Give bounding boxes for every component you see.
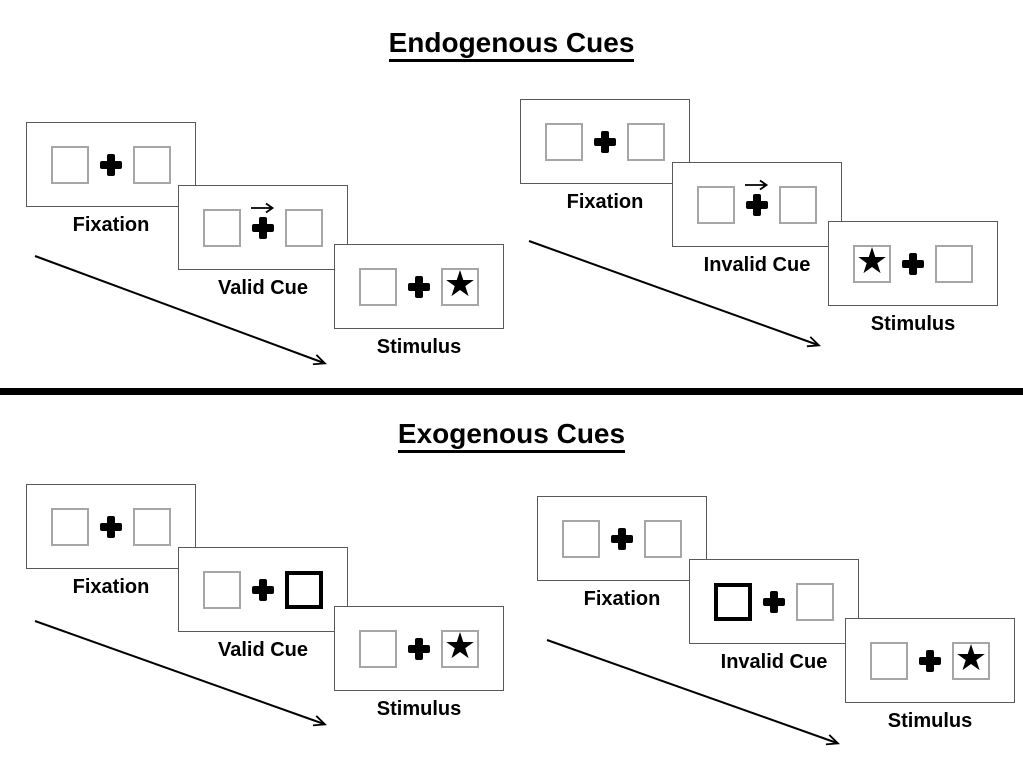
timeline-arrow bbox=[34, 255, 327, 366]
stage-fixation: Fixation bbox=[26, 484, 196, 599]
right-placeholder-square bbox=[133, 507, 171, 546]
fixation-cross-icon bbox=[252, 578, 274, 601]
frame-label: Fixation bbox=[566, 191, 644, 213]
star-stimulus-icon: ★ bbox=[855, 240, 889, 282]
right-placeholder-square bbox=[285, 208, 323, 247]
exogenous-cue-square-left bbox=[714, 582, 752, 621]
star-stimulus-icon: ★ bbox=[443, 625, 477, 667]
fixation-cross-icon bbox=[251, 202, 275, 239]
left-placeholder-square bbox=[562, 519, 600, 558]
timeline-arrow bbox=[34, 620, 327, 727]
right-placeholder-square bbox=[935, 244, 973, 283]
left-placeholder-square bbox=[203, 570, 241, 609]
invalid-cue-frame bbox=[689, 559, 859, 644]
star-stimulus-icon: ★ bbox=[954, 637, 988, 679]
right-target-square: ★ bbox=[441, 625, 479, 668]
stimulus-frame: ★ bbox=[828, 221, 998, 306]
right-target-square: ★ bbox=[441, 263, 479, 306]
panel-endogenous-invalid: Fixation Invalid Cue ★ Stimulus bbox=[520, 99, 1020, 361]
left-target-square: ★ bbox=[853, 240, 891, 283]
stage-cue: Valid Cue bbox=[178, 547, 348, 662]
frame-label: Stimulus bbox=[887, 710, 973, 732]
stage-stimulus: ★ Stimulus bbox=[334, 244, 504, 359]
stage-fixation: Fixation bbox=[520, 99, 690, 214]
frame-label: Valid Cue bbox=[217, 639, 309, 661]
left-placeholder-square bbox=[870, 641, 908, 680]
frame-label: Fixation bbox=[72, 214, 150, 236]
stage-cue: Valid Cue bbox=[178, 185, 348, 300]
left-placeholder-square bbox=[203, 208, 241, 247]
fixation-frame bbox=[520, 99, 690, 184]
endogenous-section-title: Endogenous Cues bbox=[0, 27, 1023, 62]
valid-cue-frame bbox=[178, 547, 348, 632]
stimulus-frame: ★ bbox=[334, 244, 504, 329]
right-target-square: ★ bbox=[952, 637, 990, 680]
stage-fixation: Fixation bbox=[26, 122, 196, 237]
fixation-cross-icon bbox=[100, 515, 122, 538]
fixation-cross-icon bbox=[919, 649, 941, 672]
left-placeholder-square bbox=[697, 185, 735, 224]
left-placeholder-square bbox=[51, 507, 89, 546]
fixation-cross-icon bbox=[408, 275, 430, 298]
right-placeholder-square bbox=[644, 519, 682, 558]
fixation-cross-icon bbox=[902, 252, 924, 275]
fixation-frame bbox=[26, 122, 196, 207]
star-stimulus-icon: ★ bbox=[443, 263, 477, 305]
frame-label: Stimulus bbox=[376, 698, 462, 720]
fixation-cross-icon bbox=[408, 637, 430, 660]
fixation-cross-icon bbox=[594, 130, 616, 153]
right-placeholder-square bbox=[627, 122, 665, 161]
frame-label: Invalid Cue bbox=[720, 651, 828, 673]
fixation-frame bbox=[26, 484, 196, 569]
cue-right-arrow-icon bbox=[745, 179, 769, 190]
exogenous-cue-square-right bbox=[285, 570, 323, 609]
frame-label: Invalid Cue bbox=[703, 254, 811, 276]
left-placeholder-square bbox=[545, 122, 583, 161]
stage-cue: Invalid Cue bbox=[672, 162, 842, 277]
fixation-cross-icon bbox=[100, 153, 122, 176]
right-placeholder-square bbox=[133, 145, 171, 184]
fixation-cross-icon bbox=[745, 179, 769, 216]
stage-cue: Invalid Cue bbox=[689, 559, 859, 674]
frame-label: Stimulus bbox=[376, 336, 462, 358]
frame-label: Fixation bbox=[72, 576, 150, 598]
right-placeholder-square bbox=[779, 185, 817, 224]
frame-label: Stimulus bbox=[870, 313, 956, 335]
right-placeholder-square bbox=[796, 582, 834, 621]
fixation-cross-icon bbox=[763, 590, 785, 613]
left-placeholder-square bbox=[51, 145, 89, 184]
valid-cue-frame bbox=[178, 185, 348, 270]
invalid-cue-frame bbox=[672, 162, 842, 247]
panel-exogenous-valid: Fixation Valid Cue ★ Stimulus bbox=[26, 484, 526, 746]
frame-label: Fixation bbox=[583, 588, 661, 610]
timeline-arrow bbox=[546, 639, 840, 746]
panel-exogenous-invalid: Fixation Invalid Cue ★ Stimulus bbox=[537, 496, 1023, 758]
panel-endogenous-valid: Fixation Valid Cue ★ Stimulus bbox=[26, 122, 526, 384]
stage-stimulus: ★ Stimulus bbox=[828, 221, 998, 336]
section-divider bbox=[0, 388, 1023, 395]
timeline-arrow bbox=[528, 240, 821, 348]
stimulus-frame: ★ bbox=[845, 618, 1015, 703]
left-placeholder-square bbox=[359, 629, 397, 668]
exogenous-section-title: Exogenous Cues bbox=[0, 418, 1023, 453]
fixation-frame bbox=[537, 496, 707, 581]
fixation-cross-icon bbox=[611, 527, 633, 550]
frame-label: Valid Cue bbox=[217, 277, 309, 299]
cue-right-arrow-icon bbox=[251, 202, 275, 213]
stage-stimulus: ★ Stimulus bbox=[334, 606, 504, 721]
stimulus-frame: ★ bbox=[334, 606, 504, 691]
stage-fixation: Fixation bbox=[537, 496, 707, 611]
stage-stimulus: ★ Stimulus bbox=[845, 618, 1015, 733]
left-placeholder-square bbox=[359, 267, 397, 306]
